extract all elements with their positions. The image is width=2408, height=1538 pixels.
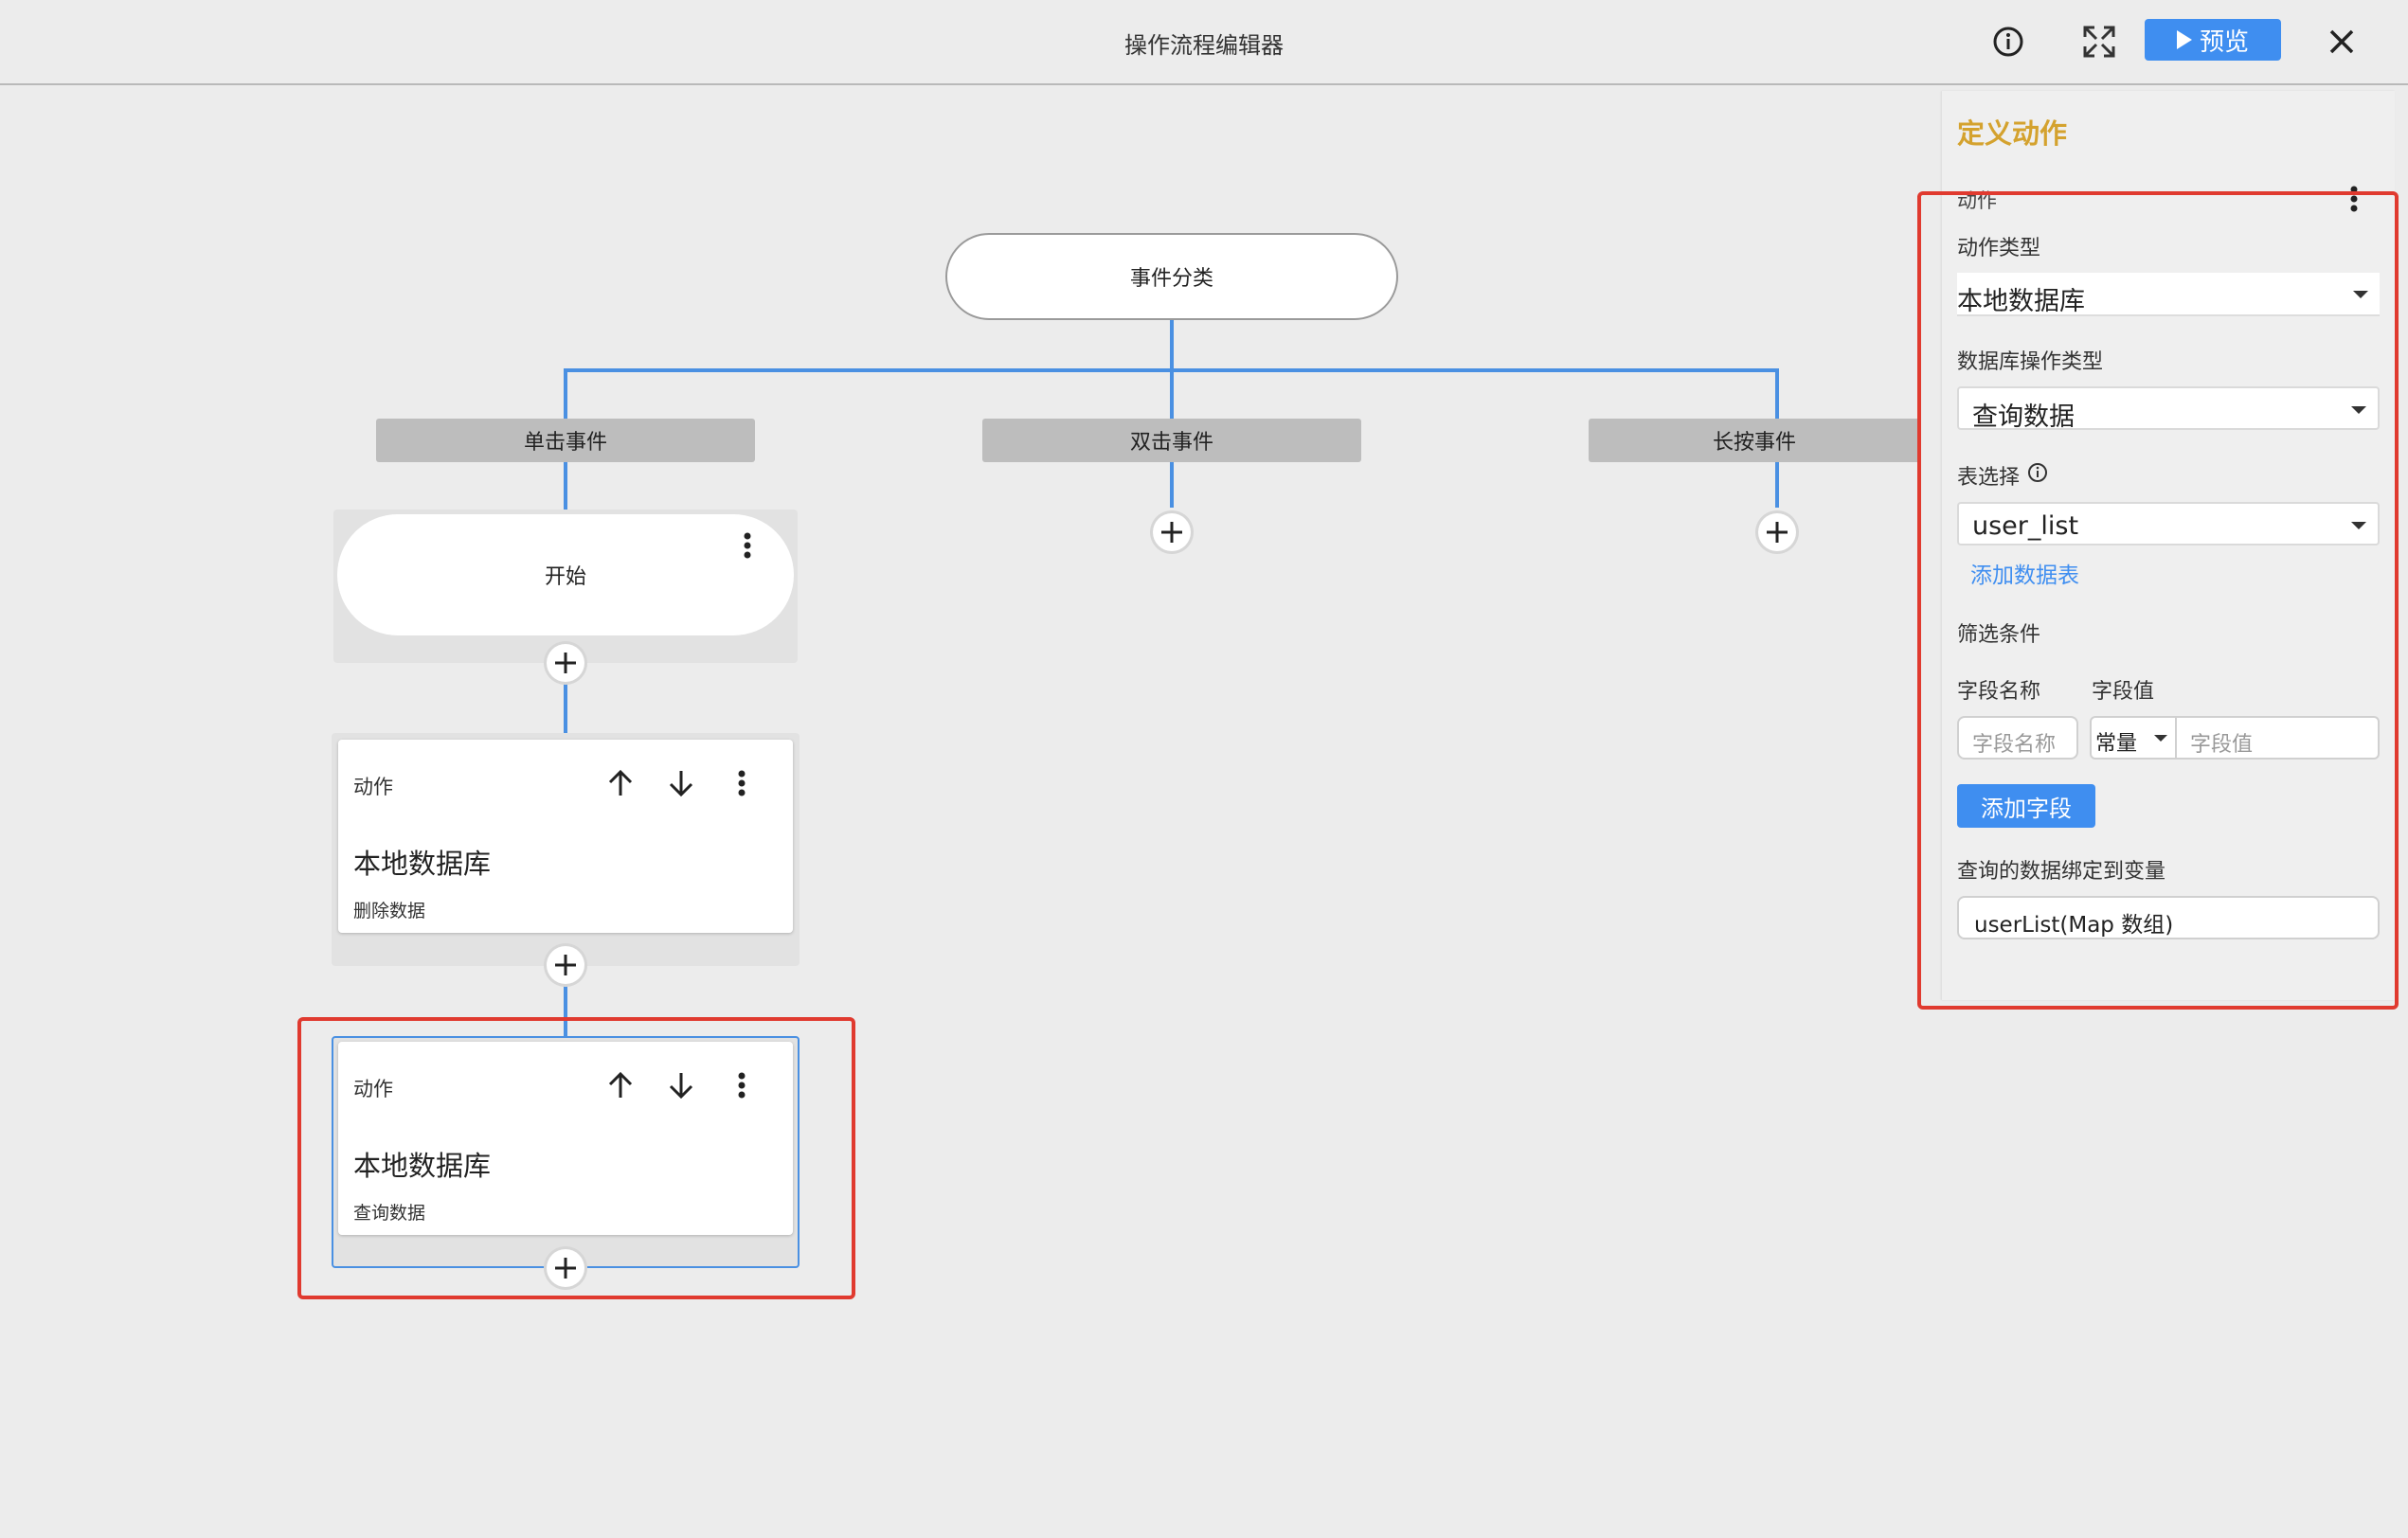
chevron-down-icon [2351, 406, 2366, 414]
event-label: 单击事件 [523, 431, 607, 455]
field-name-label: 字段名称 [1957, 680, 2041, 704]
close-icon[interactable] [2321, 21, 2363, 63]
info-icon[interactable] [1987, 21, 2029, 63]
more-options-icon[interactable] [725, 1068, 759, 1102]
add-field-button[interactable]: 添加字段 [1957, 784, 2095, 828]
action-card[interactable]: 动作 本地数据库 删除数据 [338, 740, 793, 933]
connector-line [564, 985, 567, 1038]
connector-line [1170, 320, 1174, 371]
connector-line [1170, 368, 1174, 420]
arrow-up-icon[interactable] [603, 766, 638, 800]
start-node[interactable]: 开始 [337, 514, 794, 635]
arrow-down-icon[interactable] [664, 1068, 698, 1102]
table-select[interactable]: user_list [1957, 502, 2380, 545]
highlight-box [297, 1017, 855, 1299]
event-header-long-press[interactable]: 长按事件 [1589, 419, 1920, 462]
bind-variable-label: 查询的数据绑定到变量 [1957, 860, 2166, 884]
field-value-label: 字段值 [2092, 680, 2155, 704]
connector-line [564, 368, 567, 420]
value-type-select[interactable]: 常量 [2092, 718, 2177, 758]
arrow-down-icon[interactable] [664, 766, 698, 800]
event-label: 双击事件 [1129, 431, 1213, 455]
connector-line [564, 682, 567, 735]
info-icon[interactable] [2027, 462, 2048, 487]
add-step-button[interactable] [547, 1249, 584, 1287]
chevron-down-icon [2154, 735, 2167, 742]
chevron-down-icon [2353, 291, 2368, 298]
add-step-button[interactable] [1153, 513, 1191, 551]
preview-label: 预览 [2199, 27, 2249, 57]
highlight-box [1917, 191, 2399, 1010]
field-name-input[interactable]: 字段名称 [1957, 716, 2078, 760]
action-title: 本地数据库 [353, 848, 492, 880]
action-type-label: 动作类型 [1957, 237, 2041, 260]
db-op-type-select[interactable]: 查询数据 [1957, 386, 2380, 432]
add-table-link[interactable]: 添加数据表 [1970, 563, 2079, 588]
add-field-label: 添加字段 [1981, 795, 2072, 822]
filter-conditions-label: 筛选条件 [1957, 623, 2041, 647]
action-subtitle: 删除数据 [353, 901, 426, 921]
add-step-button[interactable] [547, 644, 584, 682]
more-options-icon[interactable] [2340, 180, 2368, 218]
event-header-click[interactable]: 单击事件 [376, 419, 755, 462]
chevron-down-icon [2351, 522, 2366, 529]
more-options-icon[interactable] [733, 527, 762, 564]
connector-line [1775, 368, 1779, 420]
arrow-up-icon[interactable] [603, 1068, 638, 1102]
field-value-group: 常量 字段值 [2090, 716, 2380, 760]
start-label: 开始 [544, 565, 586, 589]
connector-line [1775, 462, 1779, 508]
value-type-value: 常量 [2095, 732, 2138, 756]
event-label: 长按事件 [1712, 431, 1796, 455]
event-header-double-click[interactable]: 双击事件 [982, 419, 1361, 462]
action-title: 本地数据库 [353, 1150, 492, 1182]
action-subtitle: 查询数据 [353, 1203, 426, 1224]
action-type-select[interactable]: 本地数据库 [1957, 273, 2380, 316]
page-title: 操作流程编辑器 [1124, 32, 1284, 59]
connector-line [564, 462, 567, 510]
connector-line [1170, 462, 1174, 508]
db-op-type-label: 数据库操作类型 [1957, 350, 2104, 374]
db-op-type-value: 查询数据 [1972, 402, 2075, 432]
title-bar: 操作流程编辑器 预览 [0, 0, 2408, 85]
add-step-button[interactable] [1758, 513, 1796, 551]
event-category-node[interactable]: 事件分类 [945, 233, 1398, 320]
bind-variable-field[interactable]: userList(Map 数组) [1957, 896, 2380, 939]
add-step-button[interactable] [547, 946, 584, 984]
preview-button[interactable]: 预览 [2145, 19, 2281, 61]
event-category-label: 事件分类 [1129, 267, 1213, 291]
play-icon [2176, 30, 2192, 49]
action-label: 动作 [353, 1078, 393, 1100]
bind-variable-value: userList(Map 数组) [1974, 913, 2174, 938]
field-name-placeholder: 字段名称 [1972, 733, 2057, 757]
more-options-icon[interactable] [725, 766, 759, 800]
action-label: 动作 [353, 776, 393, 798]
table-select-value: user_list [1972, 511, 2079, 541]
field-value-input[interactable]: 字段值 [2190, 733, 2254, 757]
define-action-panel: 定义动作 动作 动作类型 本地数据库 数据库操作类型 查询数据 表选择 user… [1942, 91, 2395, 1000]
table-select-label: 表选择 [1957, 466, 2021, 490]
action-type-value: 本地数据库 [1957, 287, 2085, 316]
fullscreen-icon[interactable] [2078, 21, 2120, 63]
panel-title: 定义动作 [1957, 117, 2068, 150]
action-card-selected[interactable]: 动作 本地数据库 查询数据 [338, 1042, 793, 1235]
